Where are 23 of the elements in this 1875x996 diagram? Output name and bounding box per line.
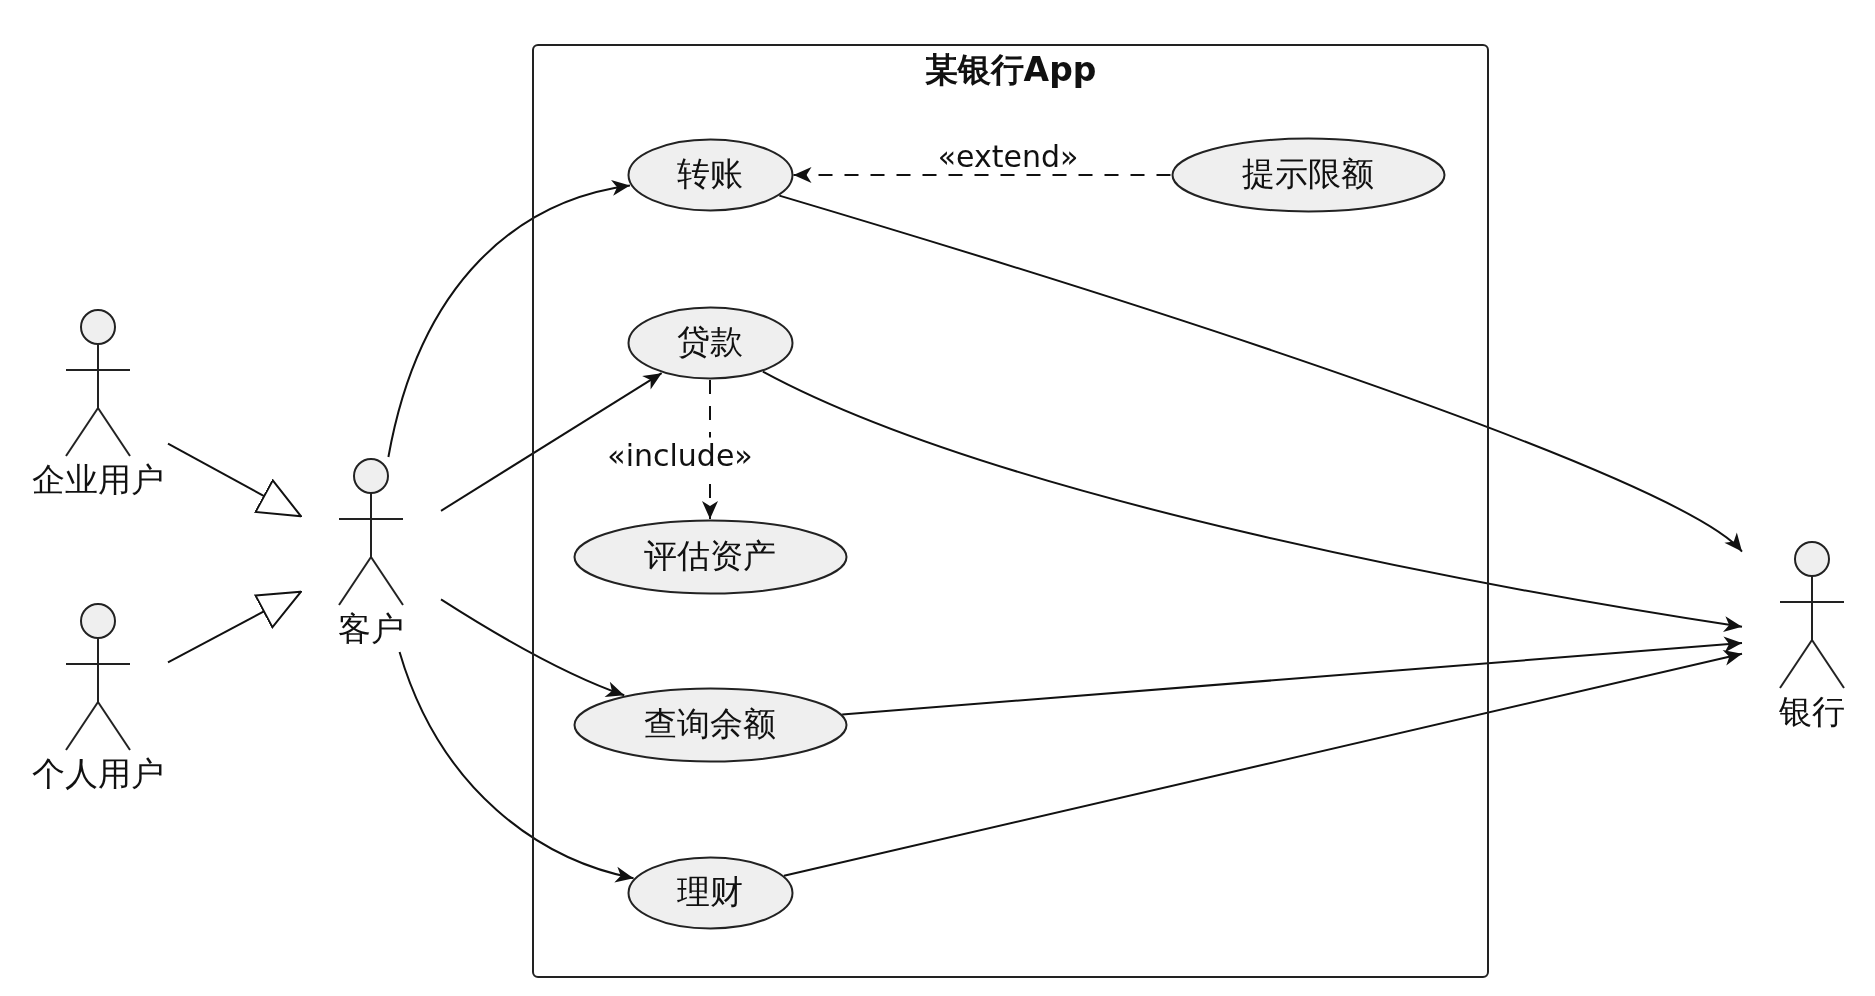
actor-label: 企业用户 bbox=[31, 462, 165, 499]
association-arrow bbox=[398, 651, 635, 882]
association-arrow bbox=[440, 372, 663, 512]
actor-label: 个人用户 bbox=[31, 756, 165, 793]
use-case-label: 提示限额 bbox=[1241, 156, 1375, 193]
association-arrow bbox=[761, 370, 1743, 632]
association-arrow bbox=[440, 598, 626, 697]
use-case-label: 评估资产 bbox=[643, 538, 777, 575]
association-arrow bbox=[387, 180, 631, 458]
actor-label: 银行 bbox=[1778, 694, 1846, 731]
use-case-label: 贷款 bbox=[676, 324, 744, 361]
use-case-label: 理财 bbox=[676, 874, 744, 911]
generalization-arrow bbox=[167, 590, 302, 664]
system-title: 某银行App bbox=[923, 52, 1098, 89]
system-boundary bbox=[532, 44, 1489, 978]
generalization-arrow bbox=[167, 442, 302, 518]
association-arrow bbox=[783, 650, 1743, 877]
use-case-label: 转账 bbox=[676, 156, 744, 193]
actor-label: 客户 bbox=[337, 611, 405, 648]
association-arrow bbox=[778, 194, 1743, 553]
dependency-arrow bbox=[792, 167, 1172, 183]
association-arrow bbox=[841, 636, 1743, 716]
use-case-label: 查询余额 bbox=[643, 706, 777, 743]
